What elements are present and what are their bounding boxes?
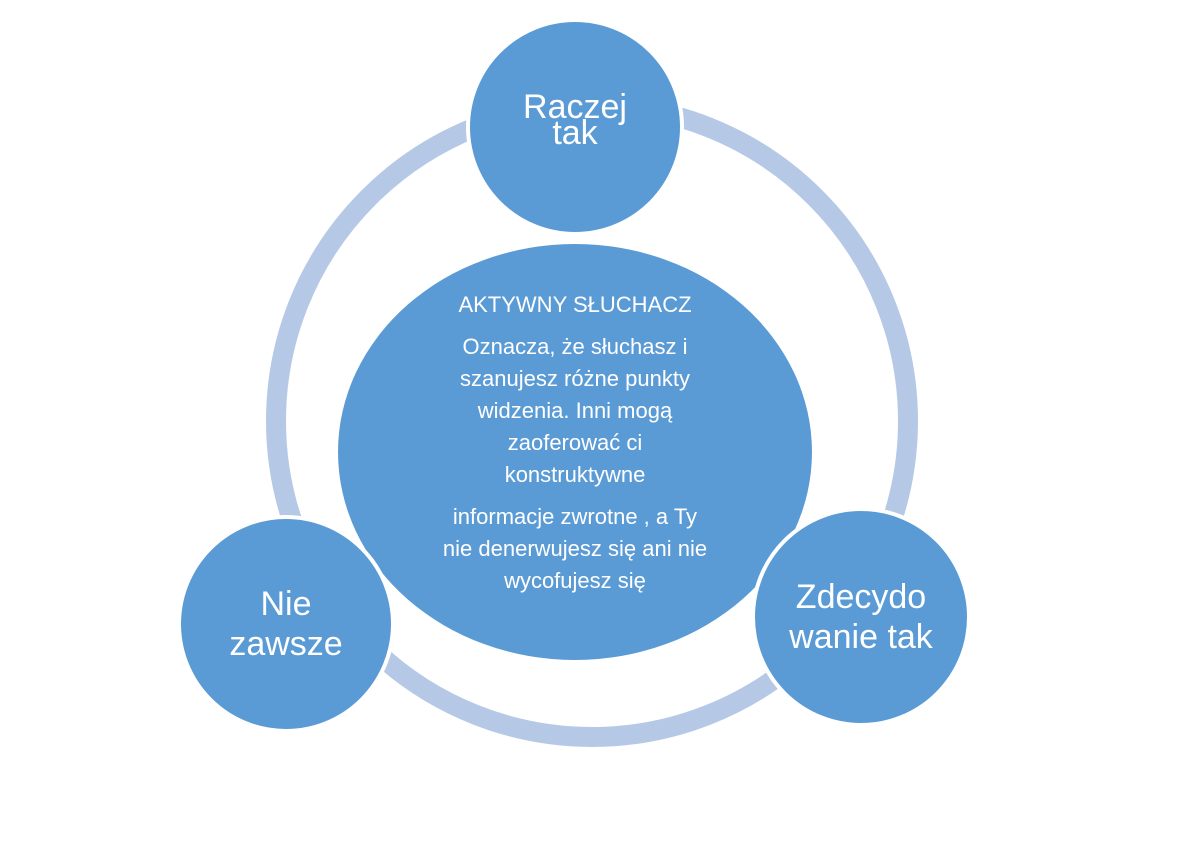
node-circle-left: Nie zawsze [177, 515, 395, 733]
node-circle-top: Raczej tak [466, 18, 684, 236]
node-right-line-1: Zdecydo [795, 578, 927, 616]
node-left-line-1: Nie [260, 585, 312, 623]
center-title: AKTYWNY SŁUCHACZ [458, 292, 692, 317]
center-paragraph-2: informacje zwrotne , a Ty nie denerwujes… [442, 504, 708, 593]
center-paragraph-1: Oznacza, że słuchasz i szanujesz różne p… [460, 334, 690, 487]
node-top-line-1: Raczej [523, 88, 627, 126]
node-circle-right: Zdecydo wanie tak [751, 507, 971, 727]
node-left-line-2: zawsze [229, 625, 343, 663]
node-right-line-2: wanie tak [789, 618, 933, 656]
center-text-block: AKTYWNY SŁUCHACZ Oznacza, że słuchasz i … [405, 291, 745, 597]
node-top-line-2: tak [552, 114, 598, 152]
center-circle-active-listener: AKTYWNY SŁUCHACZ Oznacza, że słuchasz i … [334, 240, 816, 664]
